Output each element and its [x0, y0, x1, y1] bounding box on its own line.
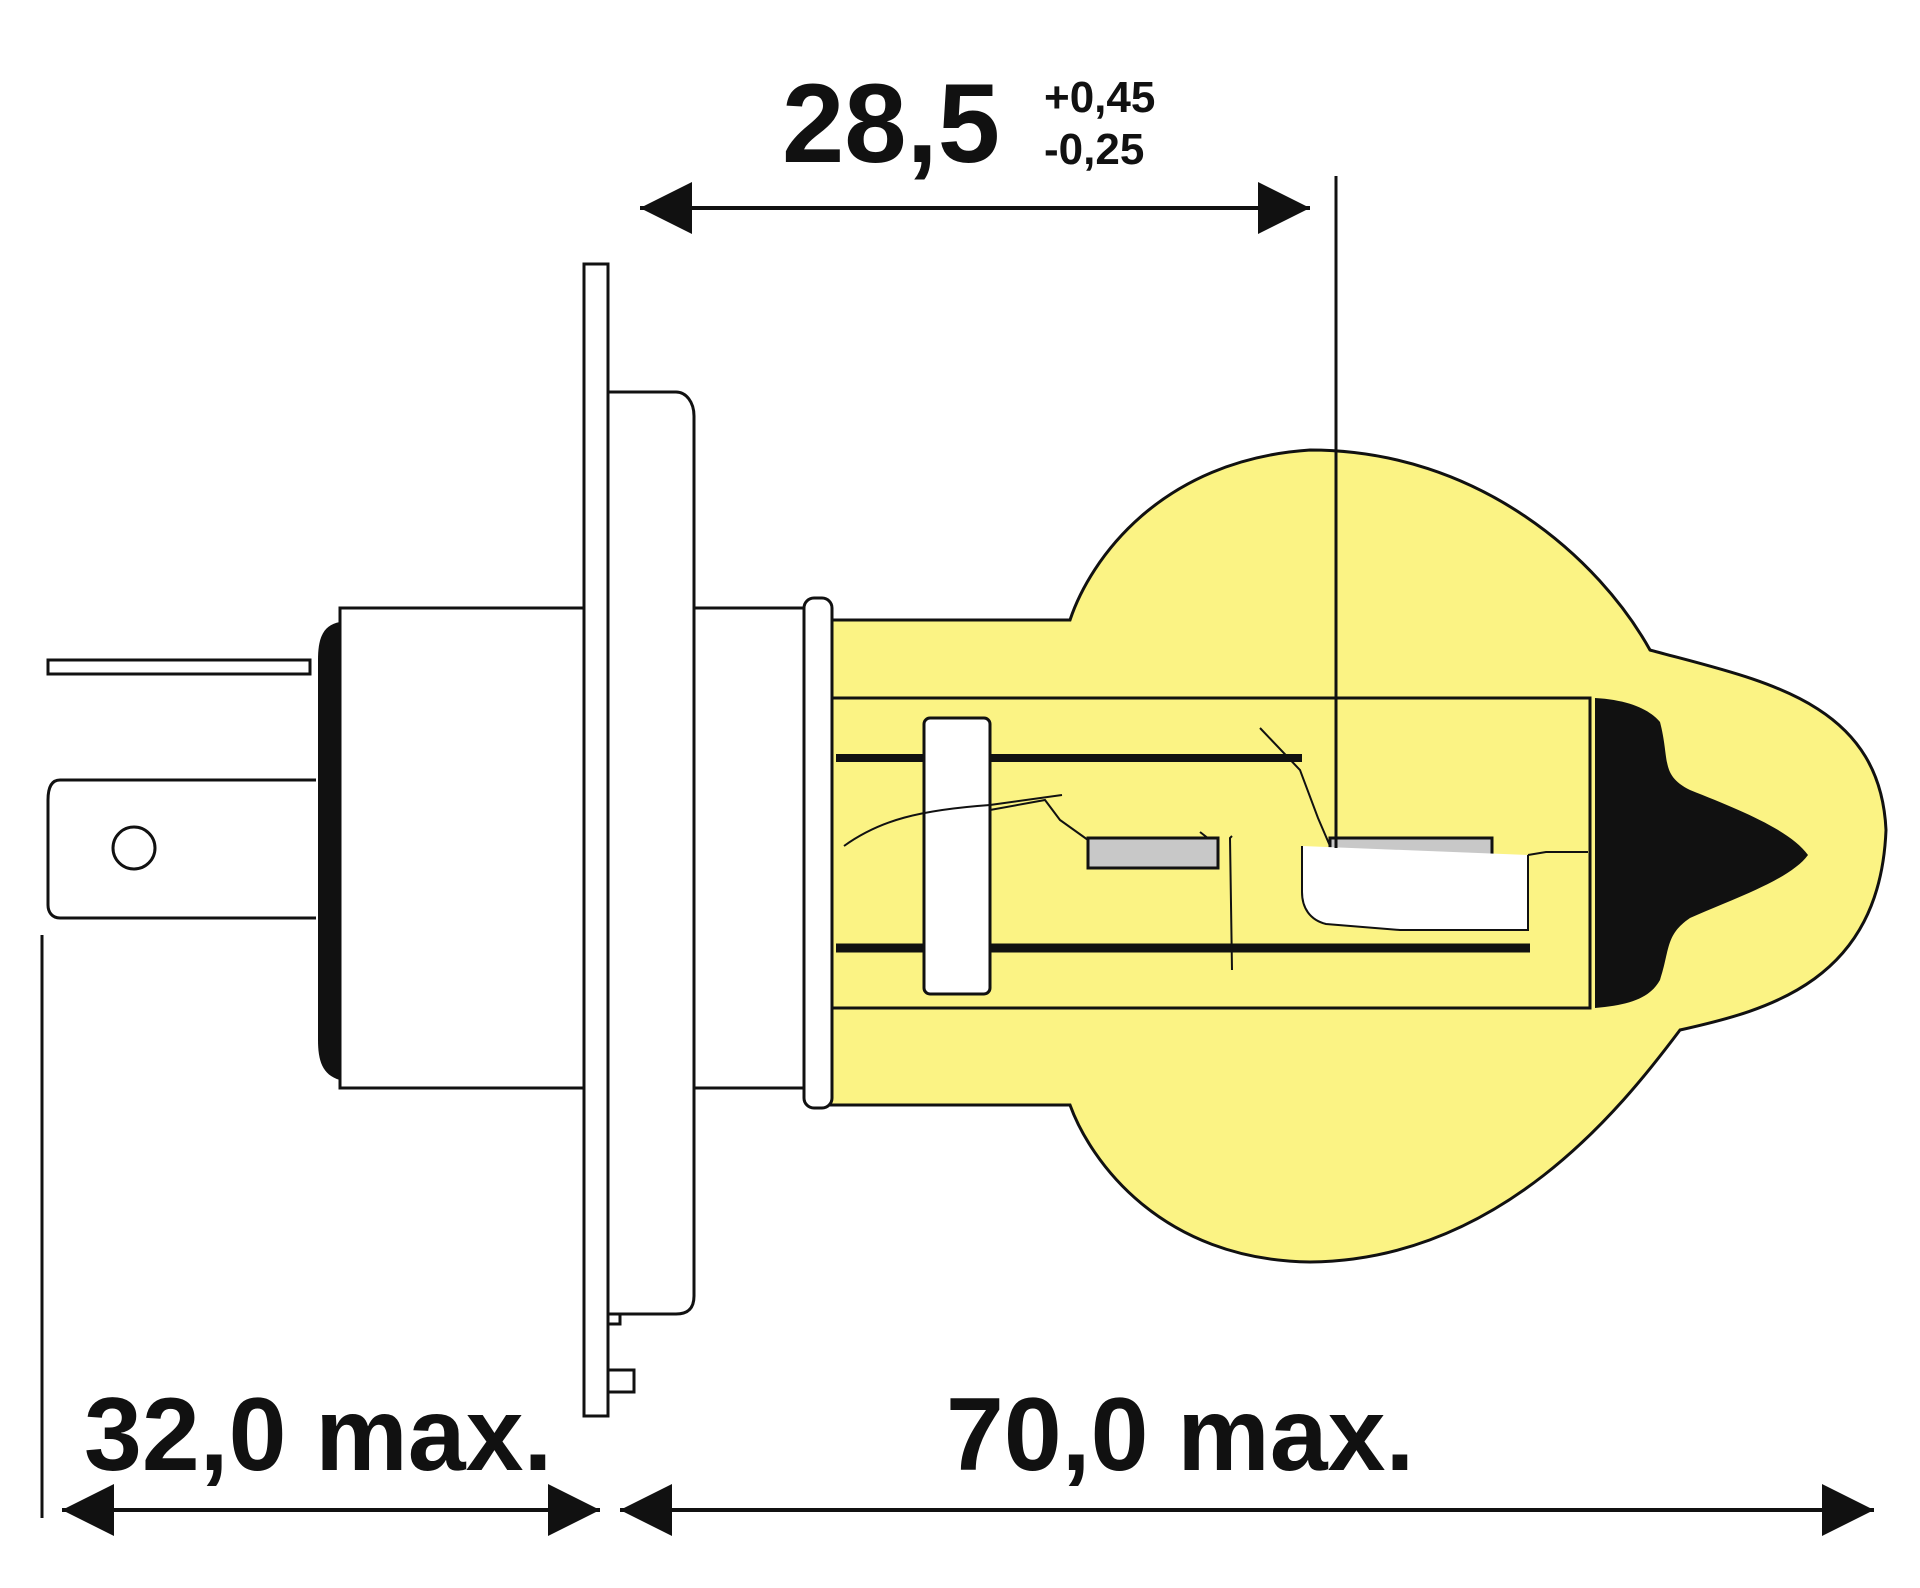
shield-lead — [1527, 851, 1588, 856]
arrowhead-bottom-left-end — [548, 1484, 600, 1536]
collar — [606, 390, 696, 1316]
bottom-right-dimension-label: 70,0 max. — [946, 1377, 1414, 1493]
lead-wire-2 — [989, 798, 1089, 841]
blade-hole — [111, 825, 157, 871]
flange-tab — [606, 1368, 636, 1394]
lead-wire-5 — [1228, 835, 1233, 971]
top-dimension-tolerance-minus: -0,25 — [1044, 125, 1144, 174]
inner-capsule — [830, 696, 1592, 1010]
connector-blade-main — [46, 778, 316, 920]
connector-blade-top — [46, 658, 312, 676]
arrowhead-bottom-right-start — [620, 1484, 672, 1536]
arrowhead-top-right — [1258, 182, 1310, 234]
base-cylinder — [338, 606, 586, 1090]
lead-wire-3 — [1259, 727, 1331, 847]
arrowhead-bottom-right-end — [1822, 1484, 1874, 1536]
filament-low-beam — [1086, 836, 1220, 870]
base-black-ring — [318, 622, 340, 1080]
arrowhead-bottom-left-start — [62, 1484, 114, 1536]
top-dimension-value: 28,5 — [782, 61, 1000, 186]
bulb-neck-ring — [802, 596, 834, 1110]
bottom-left-dimension-label: 32,0 max. — [84, 1377, 552, 1493]
bridge-insulator — [922, 716, 992, 996]
arrowhead-top-left — [640, 182, 692, 234]
flange-plate — [582, 262, 610, 1418]
filament-shield — [1301, 846, 1529, 931]
lead-wire-1 — [843, 794, 1063, 847]
top-dimension-tolerance-plus: +0,45 — [1044, 73, 1155, 122]
neck — [692, 606, 808, 1090]
capsule-tip — [1595, 698, 1808, 1008]
